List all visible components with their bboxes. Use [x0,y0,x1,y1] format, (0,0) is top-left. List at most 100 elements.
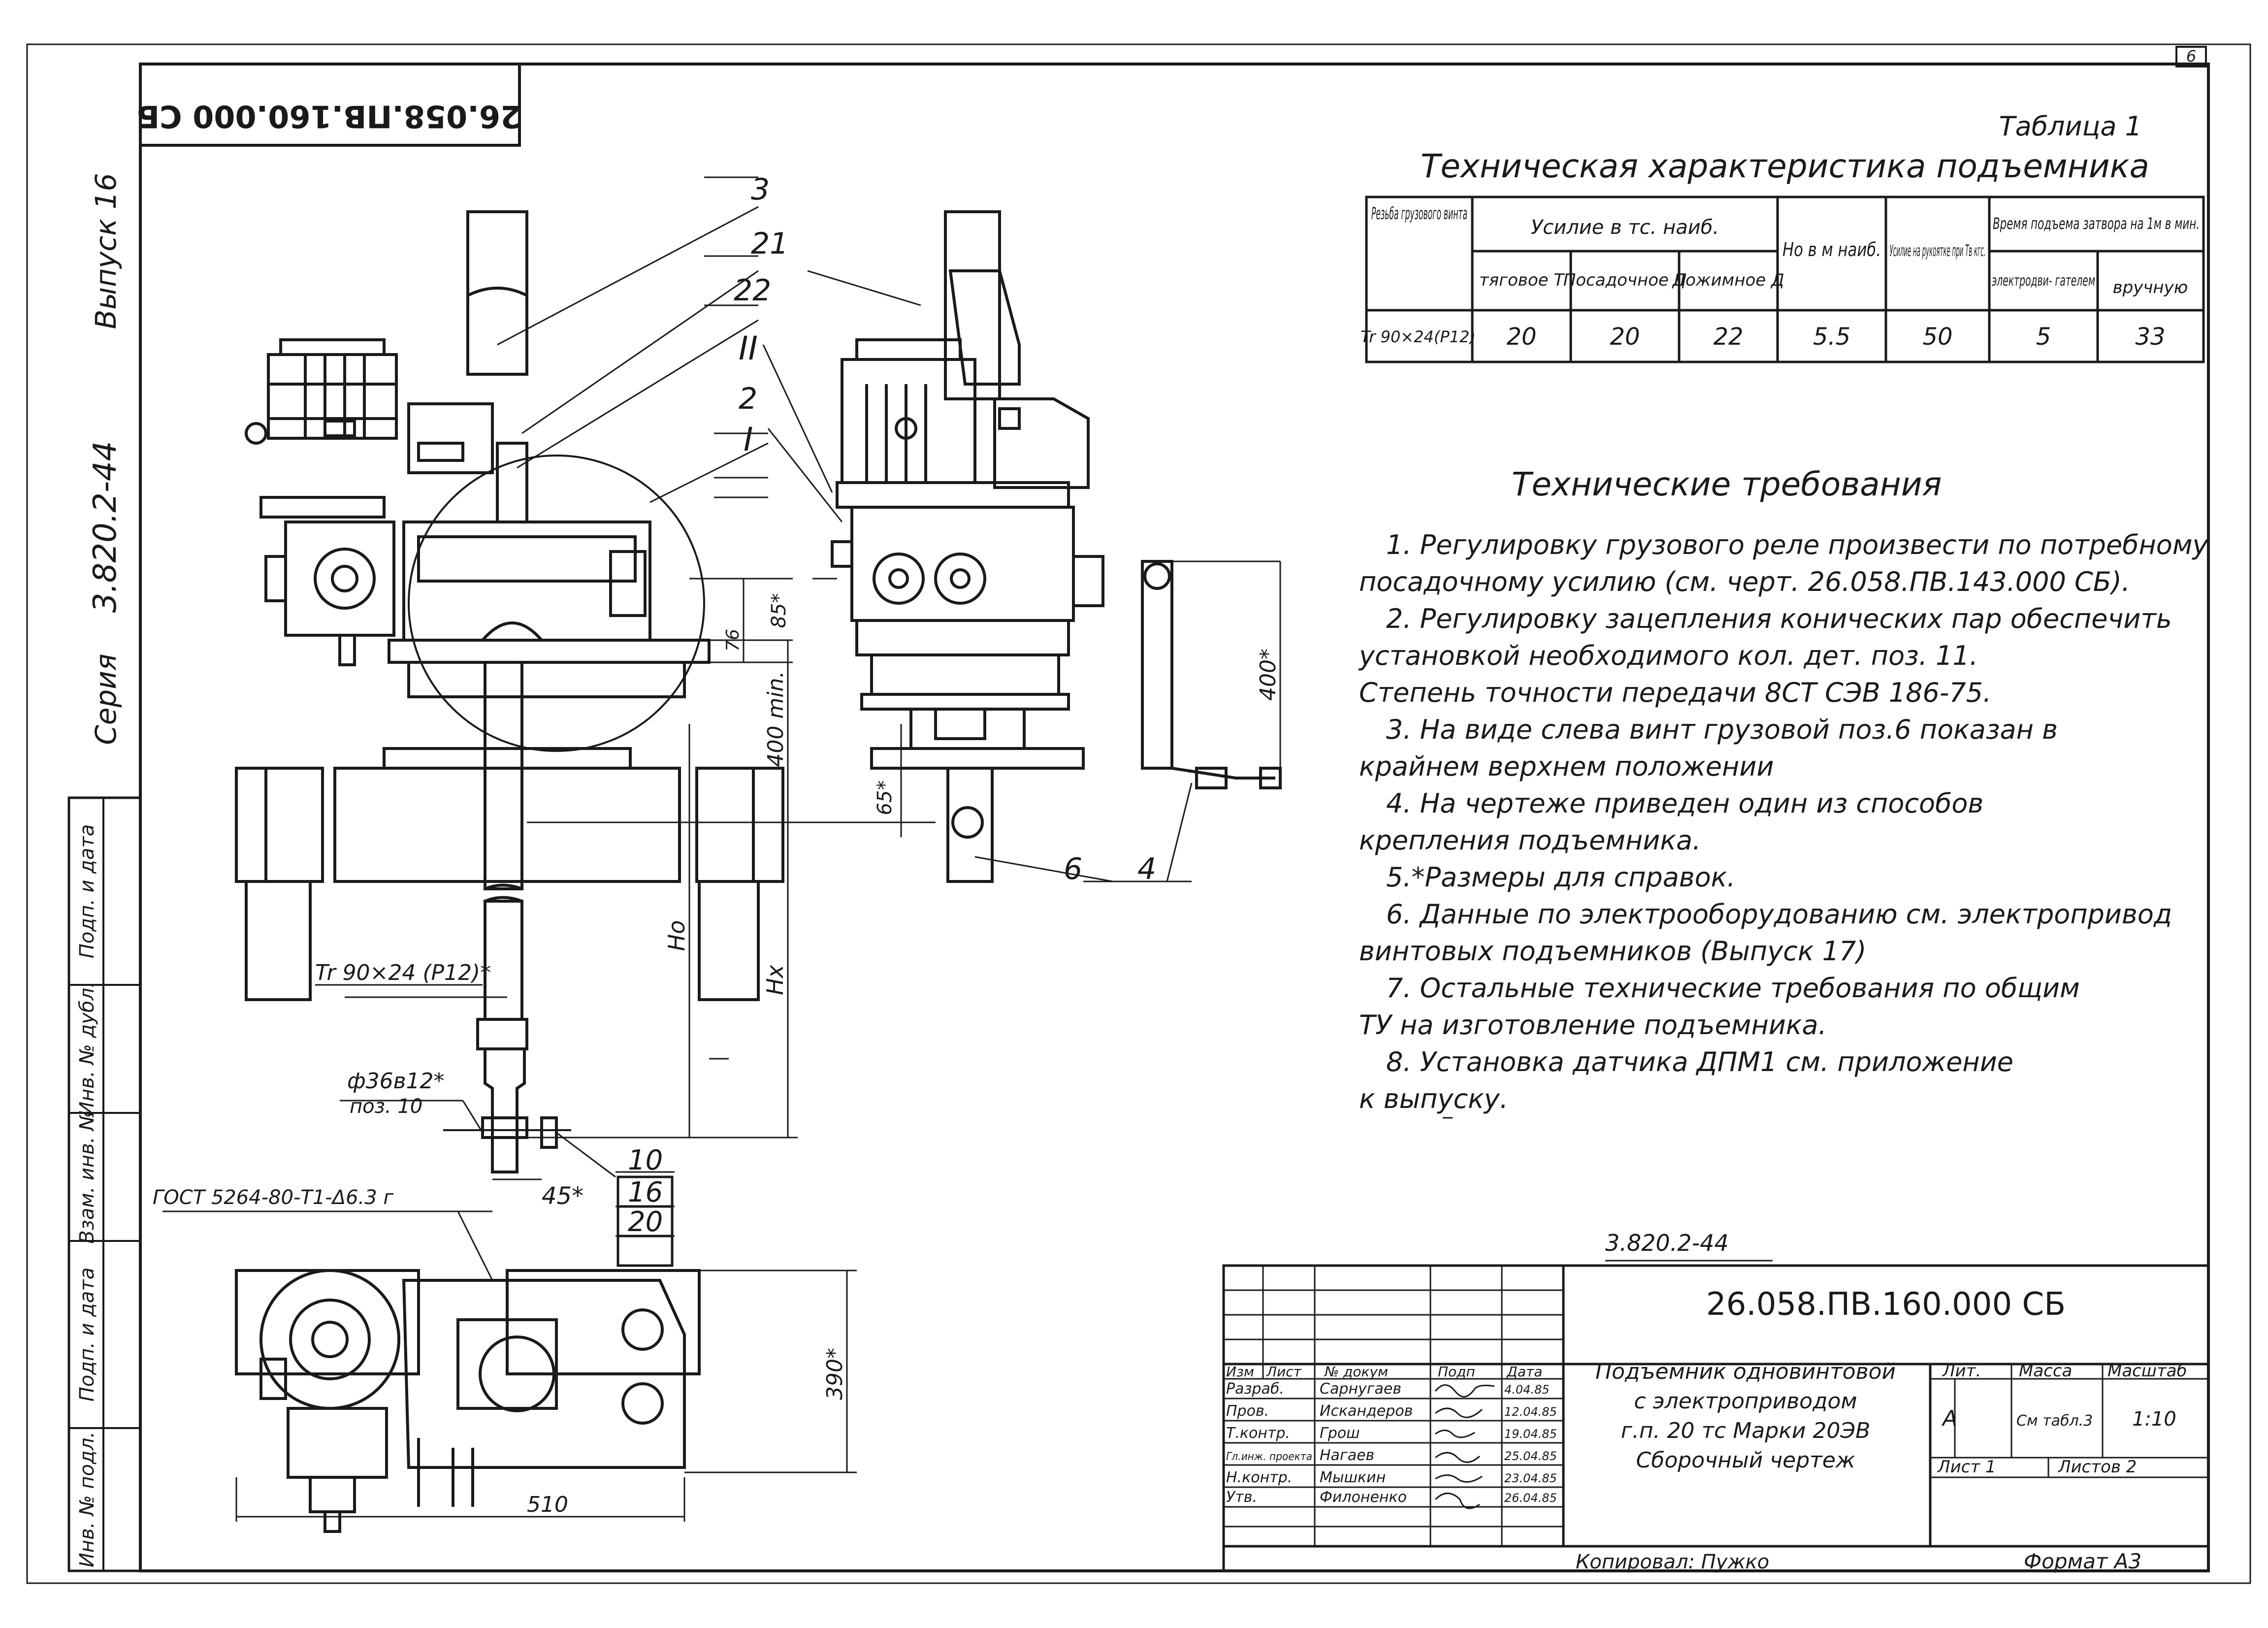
leader-lines [162,176,1773,1522]
tech-req-line: крайнем верхнем положении [1359,751,1774,782]
tb-date-4: 25.04.85 [1504,1449,1557,1463]
tb-role-2: Пров. [1226,1402,1269,1420]
tech-req-line: Степень точности передачи 8СТ СЭВ 186-75… [1359,677,1992,708]
tb-role-6: Утв. [1226,1489,1257,1506]
table1-cell-landing: 20 [1610,323,1640,351]
pos-label-10: 10 [628,1144,663,1176]
tb-name-4: Нагаев [1320,1447,1374,1464]
dim-45: 45* [542,1182,583,1210]
dim-400-min: 400 min. [763,671,788,767]
table1-head-handle: Усилие на рукоятке при Тв кгс. [1890,241,1986,260]
tech-req-line: к выпуску. [1359,1083,1508,1114]
table1-title: Техническая характеристика подъемника [1421,147,2149,185]
format-label: Формат А3 [2024,1549,2141,1573]
table1-head-manual: вручную [2113,278,2188,297]
tb-name-3: Грош [1320,1425,1360,1442]
tb-col-list: Лист [1266,1364,1302,1380]
pos-label-4: 4 [1137,852,1156,886]
table1-head-traction: тяговое Т [1479,270,1565,290]
tb-mass-label: Масса [2019,1361,2072,1381]
tech-req-line: винтовых подъемников (Выпуск 17) [1359,936,1867,967]
tb-date-3: 19.04.85 [1504,1427,1557,1441]
pos-label-16: 16 [628,1176,663,1208]
title-name-line-4: Сборочный чертеж [1636,1448,1855,1473]
pos-label-I: I [744,421,753,458]
diam-pos-callout: поз. 10 [350,1095,422,1118]
tb-name-5: Мышкин [1320,1469,1386,1486]
tb-role-1: Разраб. [1226,1380,1284,1398]
dim-Ho: Но [663,920,690,951]
table1-grid [1365,195,2205,363]
outer-border [26,43,2251,1584]
table1-head-electric: электродви- гателем [1992,272,2095,290]
tech-req-line: ТУ на изготовление подъемника. [1359,1009,1827,1041]
margin-series-label: Серия [89,653,123,745]
tb-col-sign: Подп [1438,1364,1475,1380]
signature-marks [1434,1384,1495,1509]
tech-req-line: 4. На чертеже приведен один из способов [1386,788,1984,819]
code-stamp-rotated: 26.058.ПВ.160.000 СБ [136,98,521,134]
dim-85: 85* [768,593,790,628]
tb-date-2: 12.04.85 [1504,1405,1557,1419]
side-stamp-label-4: Подп. и дата [76,1268,98,1401]
table1-cell-pressing: 22 [1713,323,1743,351]
tb-mass-value: См табл.3 [2016,1412,2093,1430]
table1-head-force: Усилие в тс. наиб. [1531,216,1719,239]
table1-head-pressing: Дожимное Д [1671,270,1784,290]
tb-sheet-label: Лист 1 [1937,1457,1996,1477]
tech-req-line: 5.*Размеры для справок. [1386,862,1736,893]
tb-col-izm: Изм [1226,1364,1254,1380]
tb-scale-value: 1:10 [2132,1408,2176,1431]
tech-req-line: 8. Установка датчика ДПМ1 см. приложение [1386,1046,2014,1077]
pos-label-II: II [739,329,758,367]
tb-role-5: Н.контр. [1226,1469,1292,1486]
table1-head-ho: Но в м наиб. [1782,239,1881,260]
pos-label-20: 20 [628,1206,663,1238]
bottom-series-code: 3.820.2-44 [1605,1230,1729,1256]
tech-req-title: Технические требования [1512,465,1942,503]
gost-callout: ГОСТ 5264-80-Т1-Δ6.3 г [153,1186,394,1209]
title-name-line-1: Подъемник одновинтовой [1595,1359,1896,1384]
tb-role-4: Гл.инж. проекта [1226,1451,1312,1463]
side-view-drawing [831,210,1282,883]
table1-cell-thread: Tr 90×24(P12) [1361,327,1476,346]
tb-date-5: 23.04.85 [1504,1471,1557,1485]
dim-76: 76 [723,629,743,651]
copied-by: Копировал: Пужко [1576,1551,1769,1573]
tb-name-6: Филоненко [1320,1489,1407,1506]
title-block-doc-code: 26.058.ПВ.160.000 СБ [1706,1286,2066,1323]
tb-col-doc: № докум [1324,1364,1388,1380]
pos-label-21: 21 [751,227,788,261]
margin-issue-label: Выпуск 16 [89,173,123,329]
tech-req-line: 7. Остальные технические требования по о… [1386,973,2080,1004]
dim-65: 65* [874,781,896,815]
tb-name-1: Сарнугаев [1320,1380,1401,1398]
table1-cell-ho: 5.5 [1813,323,1850,351]
tech-req-line: крепления подъемника. [1359,825,1701,856]
tb-scale-label: Масштаб [2107,1361,2187,1381]
tech-req-line: посадочному усилию (см. черт. 26.058.ПВ.… [1359,566,2130,597]
tb-lit-label: Лит. [1942,1361,1981,1381]
tb-date-6: 26.04.85 [1504,1491,1557,1505]
diam-callout: ф36в12* [347,1069,445,1094]
plan-view-drawing [235,1269,701,1533]
pos-label-6: 6 [1064,852,1082,886]
tb-date-1: 4.04.85 [1504,1383,1550,1397]
tech-req-line: 1. Регулировку грузового реле произвести… [1386,529,2208,560]
position-number-boxes [616,1175,674,1267]
dim-400: 400* [1256,649,1281,701]
tb-sheets-label: Листов 2 [2057,1457,2137,1477]
side-stamp-label-5: Инв. № подл. [76,1432,98,1567]
code-stamp-box [139,63,521,147]
tb-name-2: Искандеров [1320,1402,1413,1420]
tech-req-line: установкой необходимого кол. дет. поз. 1… [1359,640,1978,671]
sheet-corner-box [2175,46,2207,67]
table1-cell-electric: 5 [2036,323,2051,351]
table1-label: Таблица 1 [1999,111,2142,142]
pos-label-3: 3 [751,172,770,207]
dim-Hx: Нх [762,964,788,995]
side-stamp-column [67,796,142,1572]
tb-role-3: Т.контр. [1226,1425,1290,1442]
tech-req-line: 6. Данные по электрооборудованию см. эле… [1386,899,2172,930]
